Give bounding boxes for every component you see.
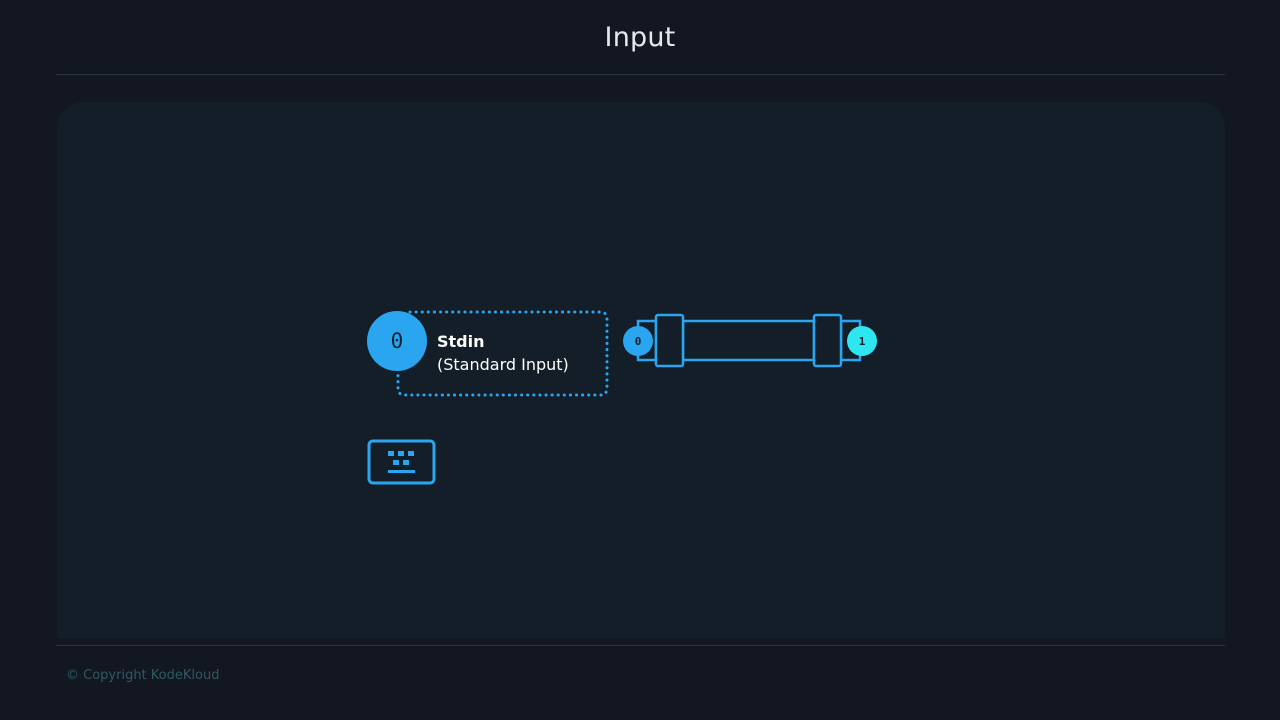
pipe-right-flange — [812, 313, 843, 368]
pipe-left-end-badge — [623, 326, 653, 356]
fd-number-badge: 0 — [367, 311, 427, 371]
diagram-panel — [57, 102, 1225, 638]
pipe-left-end-label: 0 — [635, 335, 642, 348]
pipe-right-end-badge — [847, 326, 877, 356]
slide-title: Input — [604, 22, 676, 53]
pipe-right-end-label: 1 — [859, 335, 866, 348]
keyboard-icon — [367, 439, 436, 485]
copyright-text: © Copyright KodeKloud — [66, 668, 220, 683]
pipe-icon: 0 1 — [623, 313, 877, 368]
title-divider — [56, 74, 1225, 75]
pipe-left-flange — [654, 313, 685, 368]
stream-name: Stdin — [437, 332, 485, 351]
stream-description: (Standard Input) — [437, 355, 569, 374]
pipe-body — [681, 319, 816, 362]
footer-divider — [56, 645, 1225, 646]
stdin-label-box — [396, 310, 609, 397]
